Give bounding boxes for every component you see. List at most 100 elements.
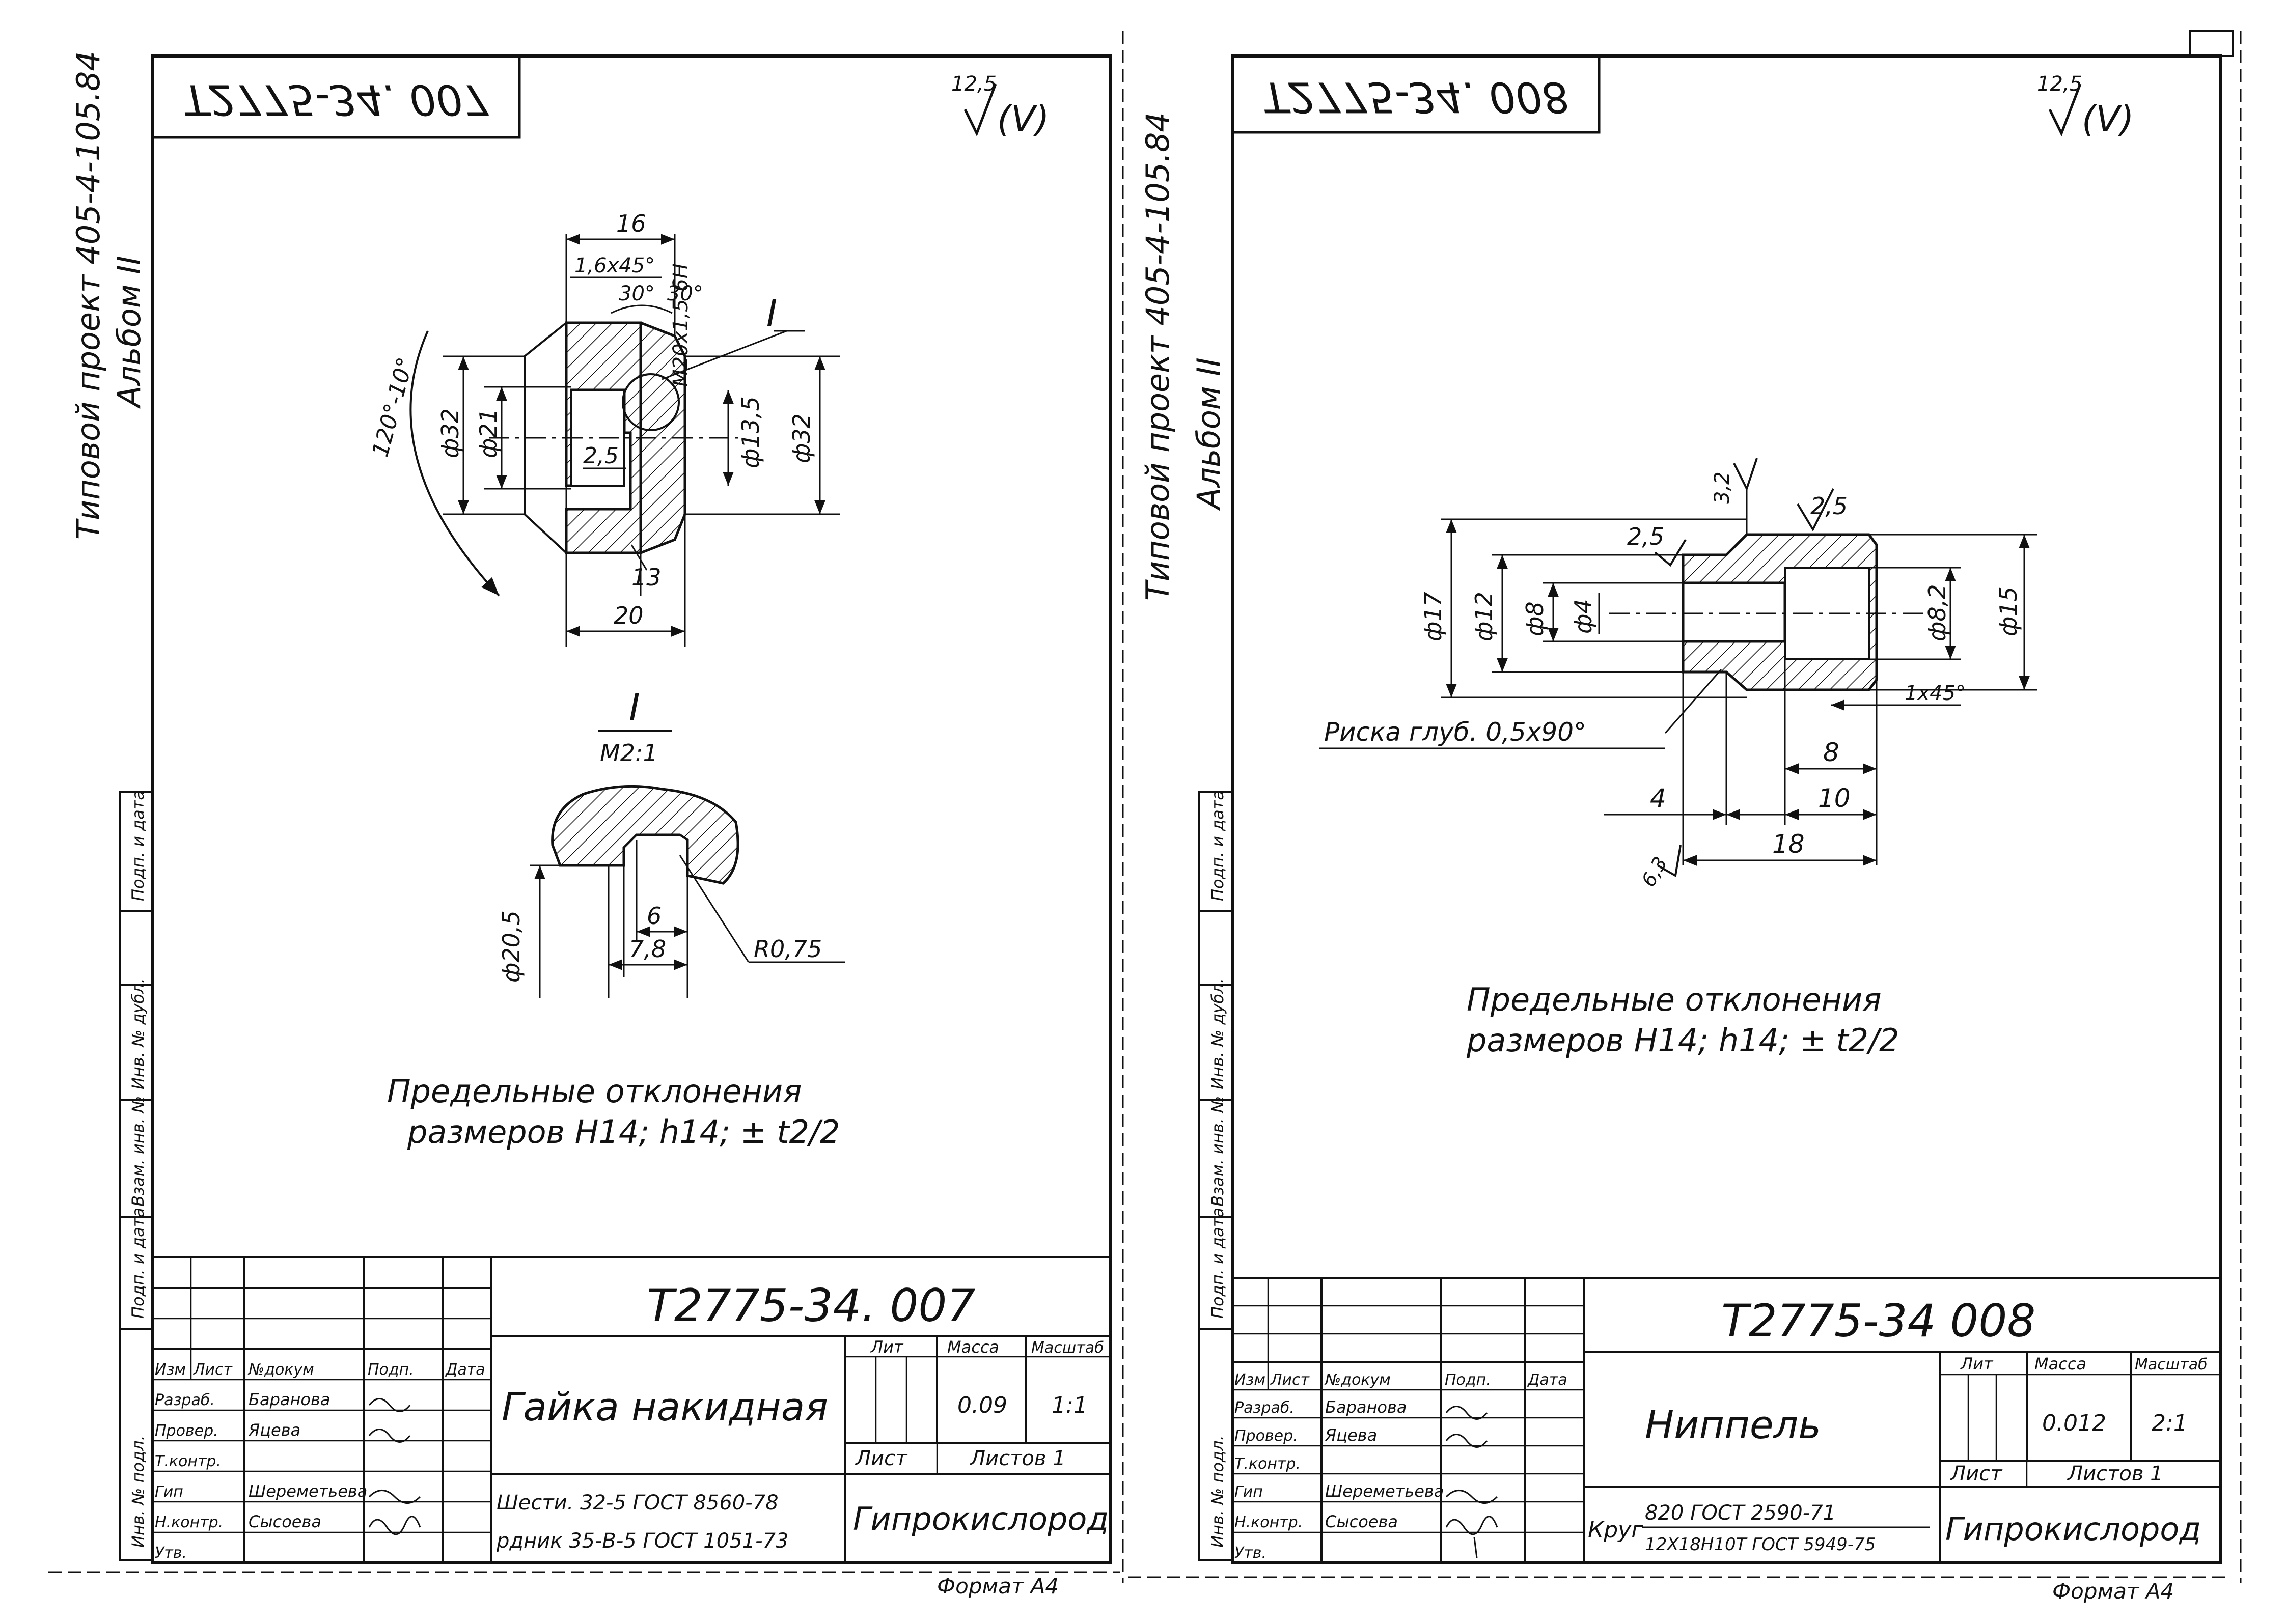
sheet-2-sidebar-4: Инв. № дубл. bbox=[1208, 978, 1227, 1089]
nipple-rough-2-5-left: 2,5 bbox=[1627, 523, 1664, 550]
sheet-1-tb-hdr-izm: Изм bbox=[155, 1361, 186, 1379]
nipple-dim-8: 8 bbox=[1823, 738, 1839, 767]
sheet-1-sidebar-5: Подп. и дата bbox=[128, 790, 148, 901]
sheet-2-code-mirrored: Т2775-34. 008 bbox=[1262, 73, 1568, 121]
sheet-2-title-block: Т2775-34 008 Ниппель Изм Лист №докум Под… bbox=[1231, 1277, 2221, 1564]
sheet-1-tb-person-1: Баранова bbox=[249, 1390, 330, 1409]
sheet-1-tb-material-1: Шести. 32-5 ГОСТ 8560-78 bbox=[497, 1491, 779, 1515]
sheet-1-tb-name: Гайка накидная bbox=[502, 1384, 828, 1430]
sheet-2-side-note-line2: Альбом II bbox=[1190, 357, 1227, 511]
sheet-2-tb-scale-label: Масштаб bbox=[2135, 1356, 2208, 1374]
sheet-2-tb-hdr-data: Дата bbox=[1527, 1371, 1567, 1389]
sheet-1-roughness-sign bbox=[963, 83, 997, 137]
nut-detail-ref: I bbox=[766, 292, 777, 334]
sheet-1-roughness-value: 12,5 bbox=[951, 72, 997, 96]
sheet-1-tb-role-1: Разраб. bbox=[155, 1391, 215, 1409]
nut-dim-thread: М20х1,5-6Н bbox=[669, 263, 693, 387]
sheet-1-tb-scale: 1:1 bbox=[1052, 1392, 1088, 1418]
sheet-1-tb-role-5: Н.контр. bbox=[155, 1514, 223, 1531]
sheet-2-side-note-line1: Типовой проект 405-4-105.84 bbox=[1139, 112, 1176, 601]
nut-dim-13: 13 bbox=[631, 564, 662, 591]
sheet-2-tb-material-prefix: Круг bbox=[1588, 1517, 1643, 1543]
nut-dim-angle-left: 30° bbox=[619, 282, 655, 305]
sheet-1-tb-hdr-ndoc: №докум bbox=[247, 1361, 314, 1379]
sheet-1-side-note-line2: Альбом II bbox=[111, 256, 148, 409]
sheet-2-tb-sheet-label: Лист bbox=[1949, 1462, 2003, 1486]
sheet-1-tb-sheets-label: Листов 1 bbox=[969, 1447, 1066, 1470]
sheet-2-tb-person-4: Шереметьева bbox=[1325, 1481, 1444, 1501]
sheet-1-tb-role-2: Провер. bbox=[155, 1422, 218, 1440]
nut-dim-d32-left: ф32 bbox=[436, 408, 464, 458]
sheet-2-tb-hdr-list: Лист bbox=[1270, 1371, 1310, 1389]
sheet-1-tb-hdr-podp: Подп. bbox=[368, 1361, 414, 1379]
sheet-2-tb-code: Т2775-34 008 bbox=[1721, 1295, 2035, 1347]
nut-dim-chamfer: 1,6х45° bbox=[574, 254, 655, 277]
sheet-2-tb-hdr-izm: Изм bbox=[1234, 1371, 1265, 1389]
sheet-2-tb-hdr-podp: Подп. bbox=[1445, 1371, 1491, 1389]
sheet-1-tolerance-line2: размеров Н14; h14; ± t2/2 bbox=[407, 1113, 840, 1151]
nipple-dim-d4: ф4 bbox=[1569, 599, 1597, 634]
sheet-1-tb-scale-label: Масштаб bbox=[1031, 1339, 1104, 1357]
sheet-2-roughness-value: 12,5 bbox=[2037, 72, 2082, 96]
sheet-2-tolerance-line2: размеров Н14; h14; ± t2/2 bbox=[1466, 1022, 1899, 1059]
detail-dim-7-8: 7,8 bbox=[629, 935, 666, 963]
sheet-1-side-note-line1: Типовой проект 405-4-105.84 bbox=[70, 51, 107, 540]
nipple-dim-d12: ф12 bbox=[1470, 592, 1498, 641]
sheet-2-sidebar-stamp: Подп. и дата Инв. № дубл. Взам. инв. № П… bbox=[1198, 790, 1233, 1561]
sheet-1: Т2775-34. 007 12,5 (V) Типовой проект 40… bbox=[48, 31, 1124, 1599]
sheet-2-tb-person-2: Яцева bbox=[1325, 1425, 1377, 1445]
nipple-groove-note: Риска глуб. 0,5х90° bbox=[1324, 717, 1586, 747]
sheet-2-tb-mass-label: Масса bbox=[2034, 1354, 2086, 1374]
sheet-1-tb-sheet-label: Лист bbox=[855, 1447, 908, 1470]
sheet-1-tb-material-2: рдник 35-В-5 ГОСТ 1051-73 bbox=[496, 1529, 788, 1553]
sheet-2-tb-material-1: 820 ГОСТ 2590-71 bbox=[1645, 1501, 1836, 1525]
sheet-1-tb-person-4: Шереметьева bbox=[249, 1481, 367, 1501]
sheet-1-tb-hdr-list: Лист bbox=[193, 1361, 233, 1379]
sheet-1-code-box bbox=[151, 54, 521, 139]
detail-dim-6: 6 bbox=[647, 902, 662, 930]
sheet-2-tb-role-2: Провер. bbox=[1234, 1427, 1298, 1445]
sheet-2-tb-role-5: Н.контр. bbox=[1234, 1514, 1303, 1531]
sheet-1-sidebar-4: Инв. № дубл. bbox=[128, 978, 148, 1089]
nut-dim-2-5: 2,5 bbox=[583, 443, 619, 469]
sheet-2-sidebar-2: Подп. и дата bbox=[1208, 1208, 1227, 1319]
nipple-dim-chamfer: 1х45° bbox=[1905, 682, 1966, 705]
sheet-2-sidebar-3: Взам. инв. № bbox=[1208, 1096, 1227, 1207]
nipple-dim-10: 10 bbox=[1818, 783, 1851, 813]
sheet-2-tb-scale: 2:1 bbox=[2152, 1410, 2188, 1436]
nipple-dim-d8: ф8 bbox=[1521, 601, 1549, 636]
sheet-1-title-block: Т2775-34. 007 Гайка накидная Изм Лист №д… bbox=[152, 1256, 1111, 1564]
detail-scale: М2:1 bbox=[600, 739, 658, 767]
sheet-2-tb-hdr-ndoc: №докум bbox=[1324, 1371, 1391, 1389]
sheet-1-code-mirrored: Т2775-34. 007 bbox=[183, 75, 489, 124]
nut-dim-d32-right: ф32 bbox=[788, 413, 815, 463]
sheet-2-tb-material-2: 12Х18Н10Т ГОСТ 5949-75 bbox=[1645, 1534, 1876, 1555]
sheet-1-signatures bbox=[368, 1398, 421, 1535]
sheet-2-tb-mass: 0.012 bbox=[2042, 1410, 2106, 1436]
sheet-1-tb-mass-label: Масса bbox=[947, 1337, 999, 1357]
sheet-2-roughness-sign bbox=[2048, 83, 2082, 137]
sheet-2-tb-person-1: Баранова bbox=[1325, 1397, 1407, 1417]
nut-dim-d13-5: ф13,5 bbox=[737, 396, 764, 468]
sheet-1-sidebar-stamp: Подп. и дата Инв. № дубл. Взам. инв. № П… bbox=[119, 790, 154, 1561]
sheet-1-sidebar-1: Инв. № подл. bbox=[128, 1435, 148, 1548]
sheet-1-roughness-mark: (V) bbox=[997, 98, 1050, 140]
sheet-1-tb-role-6: Утв. bbox=[155, 1544, 187, 1562]
nipple-dim-d17: ф17 bbox=[1419, 592, 1447, 641]
sheet-1-tb-role-4: Гип bbox=[155, 1483, 183, 1501]
sheet-2-corner-box bbox=[2189, 30, 2234, 57]
nut-section-view: 16 1,6х45° М20х1,5-6Н 30° 30° I 120°-10°… bbox=[367, 210, 840, 647]
sheet-2-sidebar-1: Инв. № подл. bbox=[1208, 1435, 1227, 1548]
sheet-2-tb-sheets-label: Листов 1 bbox=[2067, 1462, 2163, 1486]
nut-dim-angle-right: 30° bbox=[667, 282, 703, 305]
detail-radius: R0,75 bbox=[754, 935, 822, 963]
sheet-1-tb-lit-label: Лит bbox=[870, 1337, 904, 1357]
nipple-rough-3-2: 3,2 bbox=[1711, 471, 1734, 504]
detail-dim-d20-5: ф20,5 bbox=[498, 910, 525, 983]
sheet-1-tb-person-2: Яцева bbox=[248, 1420, 300, 1440]
nut-dim-16: 16 bbox=[616, 210, 646, 237]
nipple-dim-18: 18 bbox=[1772, 829, 1805, 859]
sheet-1-tb-hdr-data: Дата bbox=[445, 1361, 485, 1379]
sheet-2-tb-org: Гипрокислород bbox=[1945, 1510, 2201, 1548]
